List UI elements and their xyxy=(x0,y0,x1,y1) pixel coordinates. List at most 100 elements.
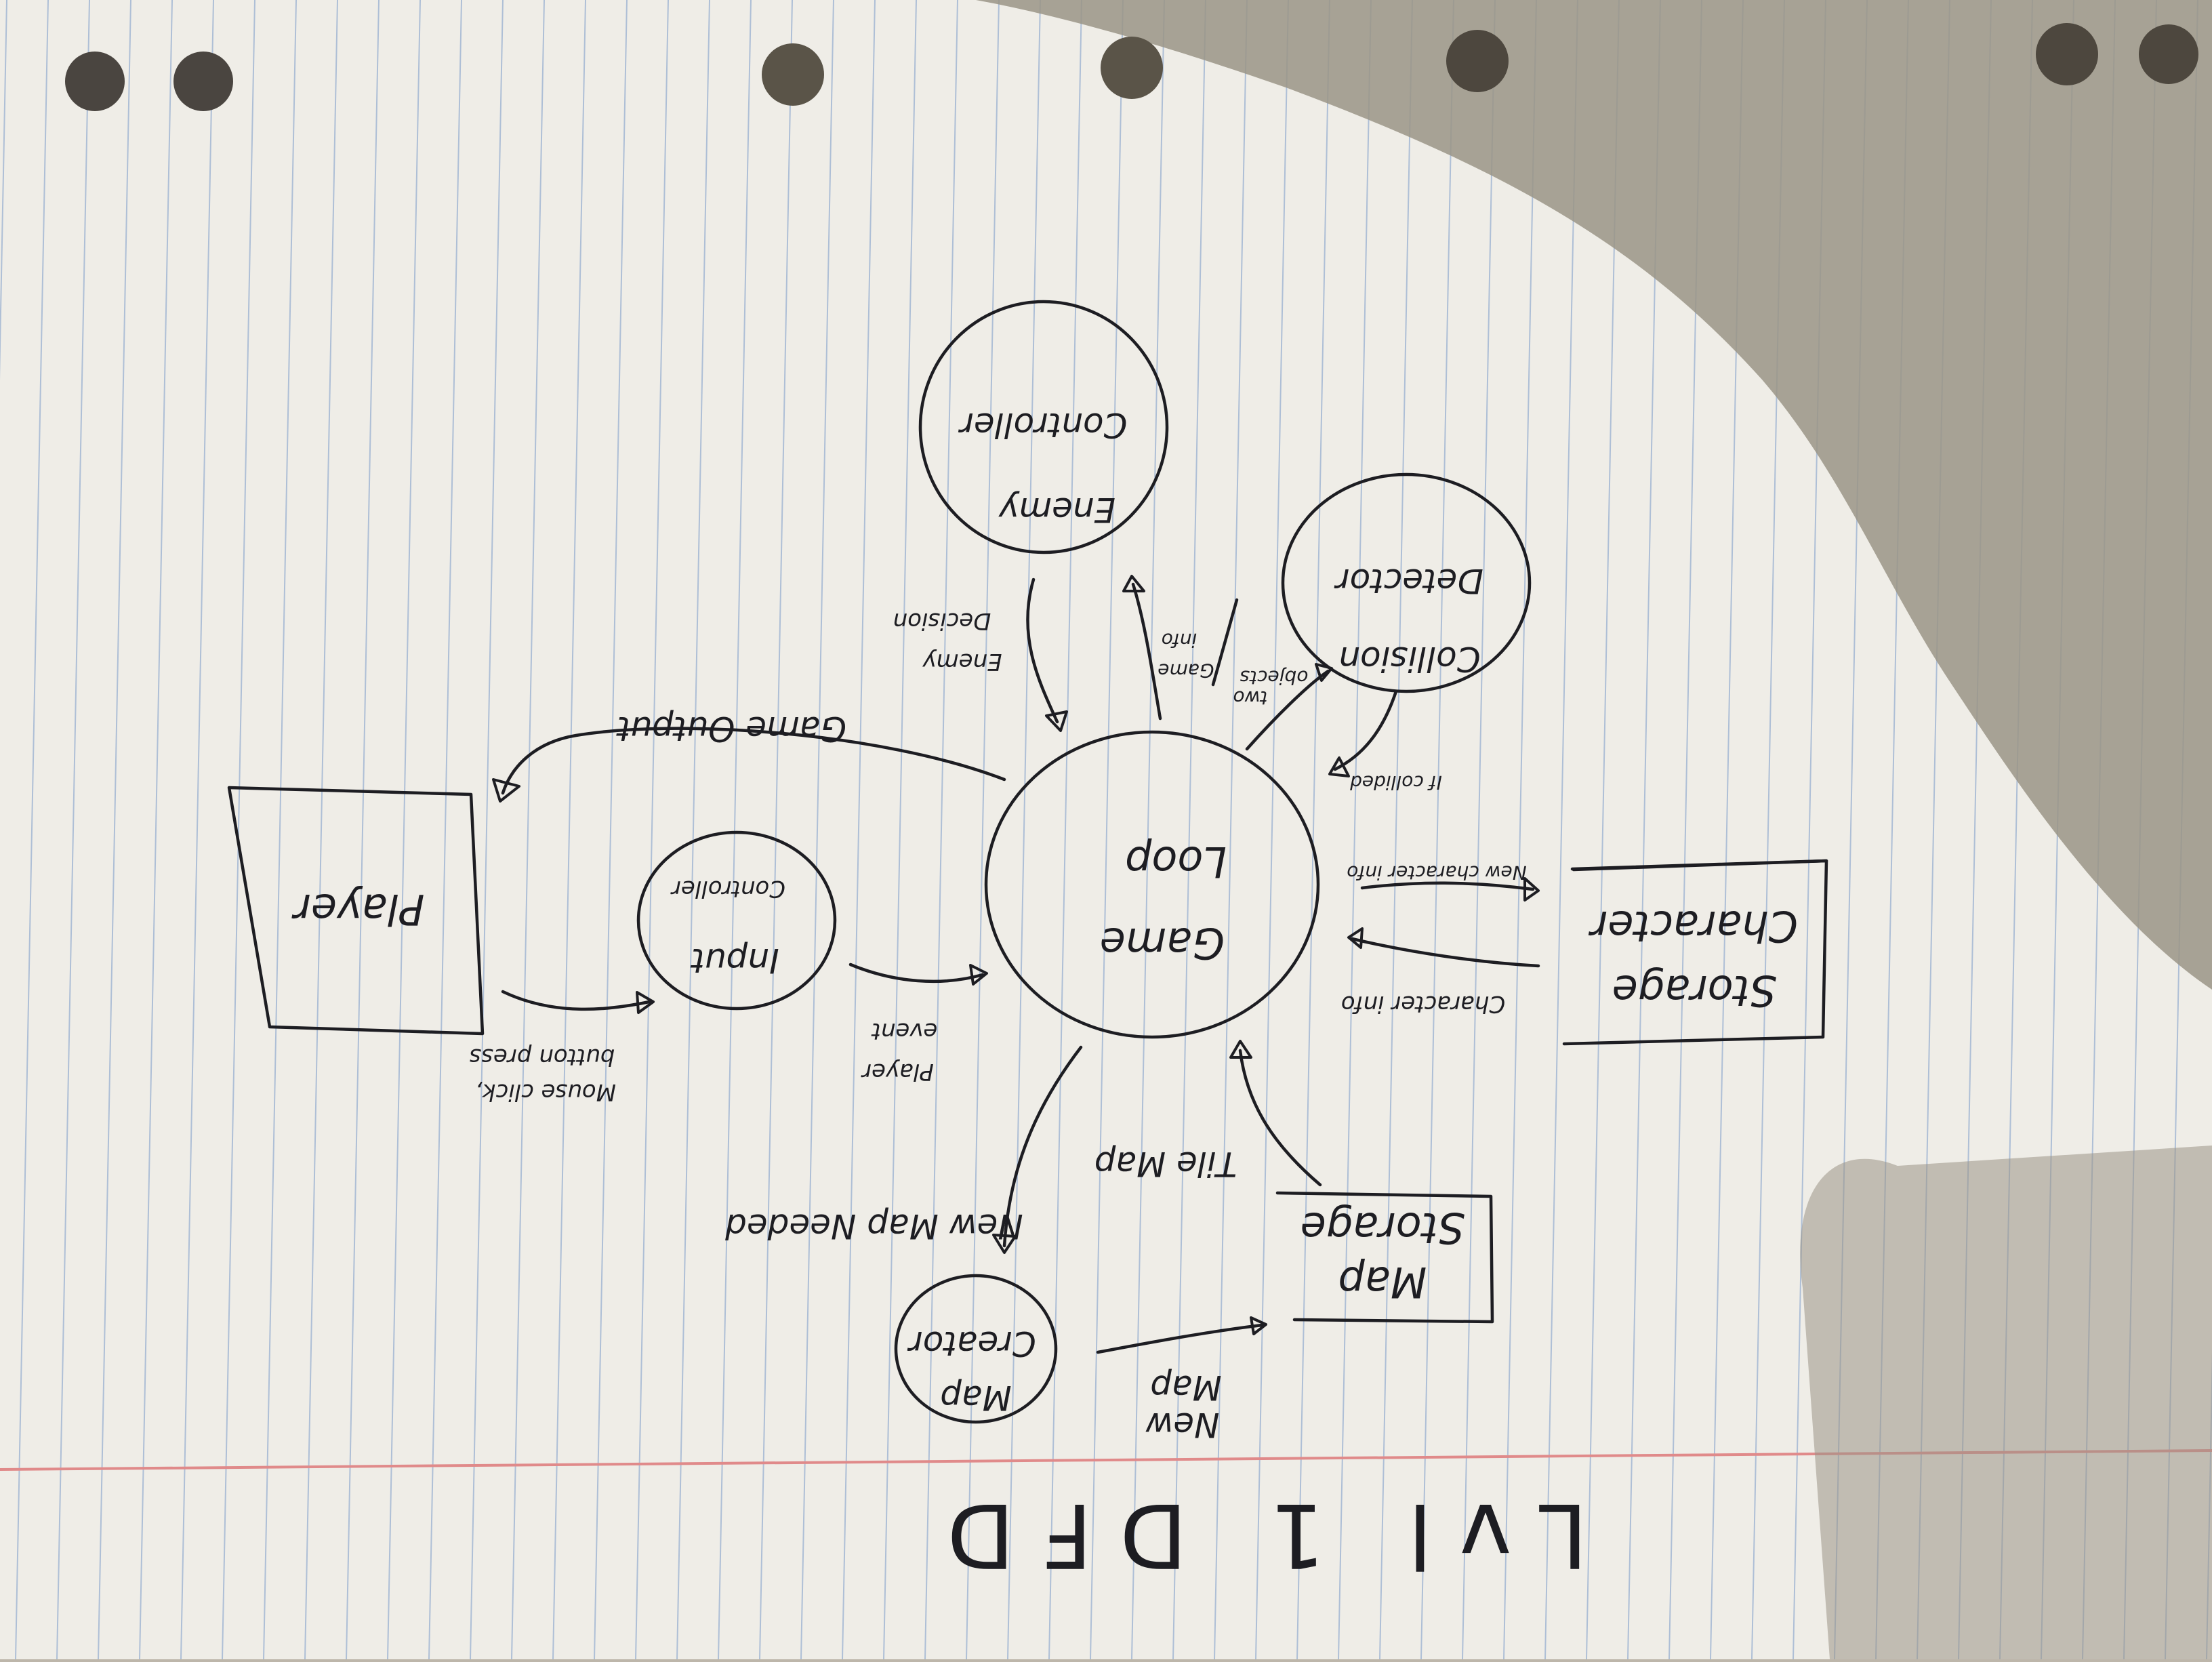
flow-enemy-decision: Enemy Decision xyxy=(893,577,1068,732)
rule-line xyxy=(346,0,380,1660)
rule-line xyxy=(1090,0,1124,1660)
flow-new-map: New Map xyxy=(1096,1316,1267,1444)
process-map-creator: Map Creator xyxy=(894,1274,1058,1424)
flow-game-info: Game info xyxy=(1122,575,1239,721)
rule-line xyxy=(180,0,214,1660)
rule-line xyxy=(1007,0,1041,1660)
process-label: Loop xyxy=(1125,837,1227,887)
process-label: Detector xyxy=(1334,561,1483,601)
punch-hole xyxy=(2139,24,2198,84)
entity-map-storage: Map Storage xyxy=(1275,1191,1494,1324)
rule-line xyxy=(1544,0,1578,1660)
process-label: Controller xyxy=(958,405,1127,445)
process-enemy-controller: Enemy Controller xyxy=(918,300,1169,554)
flow-label: New character info xyxy=(1347,862,1526,884)
rule-line xyxy=(883,0,917,1660)
rule-line xyxy=(222,0,255,1660)
rule-line xyxy=(966,0,1000,1660)
flow-label: event xyxy=(871,1017,938,1045)
flow-label: Enemy xyxy=(922,648,1002,675)
punch-hole xyxy=(2036,23,2098,85)
flow-label: Game xyxy=(1158,660,1214,682)
rule-line xyxy=(1379,0,1413,1660)
rule-line xyxy=(139,0,173,1660)
entity-label: Storage xyxy=(1300,1203,1465,1253)
process-label: Enemy xyxy=(998,490,1115,529)
process-label: Creator xyxy=(907,1324,1036,1363)
flow-label: two xyxy=(1233,687,1267,709)
flow-label: Tile Map xyxy=(1094,1144,1237,1183)
rule-line xyxy=(1255,0,1289,1660)
rule-line xyxy=(1131,0,1165,1660)
process-label: Game xyxy=(1100,918,1225,968)
flow-character-info: Character info xyxy=(1341,927,1540,1017)
punch-hole xyxy=(1101,37,1163,99)
rule-line xyxy=(98,0,131,1660)
rule-line xyxy=(842,0,876,1660)
diagram-title: Lvl 1 DFD xyxy=(920,1484,1588,1587)
flow-label: Character info xyxy=(1341,990,1505,1017)
flow-label: New Map Needed xyxy=(725,1207,1023,1246)
rule-line xyxy=(304,0,338,1660)
process-label: Map xyxy=(940,1378,1012,1417)
flow-label: Decision xyxy=(893,607,991,634)
process-label: Collision xyxy=(1338,639,1480,678)
rule-line xyxy=(511,0,545,1660)
punch-hole xyxy=(65,52,125,111)
rule-line xyxy=(676,0,710,1660)
rule-line xyxy=(470,0,504,1660)
flow-if-collided: If collided xyxy=(1328,689,1442,794)
flow-new-map-needed: New Map Needed xyxy=(725,1045,1083,1254)
flow-label: info xyxy=(1162,629,1197,651)
punch-holes xyxy=(65,23,2198,111)
rule-line xyxy=(0,0,7,381)
rule-line xyxy=(1462,0,1496,1660)
rule-line xyxy=(594,0,628,1660)
punch-hole xyxy=(173,52,233,111)
entity-label: Player xyxy=(291,885,424,934)
rule-line xyxy=(1503,0,1537,1660)
rule-line xyxy=(924,0,958,1660)
rule-line xyxy=(800,0,834,1660)
shadow-top-right xyxy=(976,0,2212,990)
entity-label: Storage xyxy=(1612,966,1777,1015)
rule-line xyxy=(387,0,421,1660)
rule-line xyxy=(1296,0,1330,1660)
punch-hole xyxy=(1446,30,1509,92)
rule-line xyxy=(1420,0,1454,1660)
flow-player-event: Player event xyxy=(848,962,988,1085)
flow-label: button press xyxy=(470,1043,615,1070)
rule-line xyxy=(15,0,49,1660)
process-collision-detector: Collision Detector xyxy=(1281,472,1532,693)
entity-character-storage: Character Storage xyxy=(1562,859,1828,1046)
process-label: Controller xyxy=(670,875,785,902)
shadow-bottom-right xyxy=(1800,1146,2212,1659)
flow-label: New xyxy=(1145,1405,1219,1444)
flow-game-output: Game Output xyxy=(492,709,1006,803)
rule-line xyxy=(263,0,297,1660)
rule-line xyxy=(635,0,669,1660)
rule-line xyxy=(56,0,90,1660)
flow-label: Mouse click, xyxy=(475,1078,616,1106)
rule-line xyxy=(718,0,752,1660)
process-game-loop: Game Loop xyxy=(984,730,1320,1039)
flow-tile-map: Tile Map xyxy=(1094,1040,1322,1187)
rule-line xyxy=(1172,0,1206,1660)
flow-label: If collided xyxy=(1350,771,1442,794)
process-label: Input xyxy=(690,941,779,980)
flow-label: Map xyxy=(1150,1368,1222,1407)
entity-label: Map xyxy=(1338,1257,1427,1307)
process-input-controller: Input Controller xyxy=(636,830,837,1011)
rule-line xyxy=(428,0,462,1660)
flow-label: objects xyxy=(1240,666,1309,689)
rule-line xyxy=(1586,0,1620,1660)
flow-mouse-click: Mouse click, button press xyxy=(470,990,655,1106)
entity-player: Player xyxy=(227,786,485,1036)
flow-new-character-info: New character info xyxy=(1347,862,1540,901)
rule-line xyxy=(759,0,793,1660)
rule-line xyxy=(1048,0,1082,1660)
rule-line xyxy=(1338,0,1372,1660)
